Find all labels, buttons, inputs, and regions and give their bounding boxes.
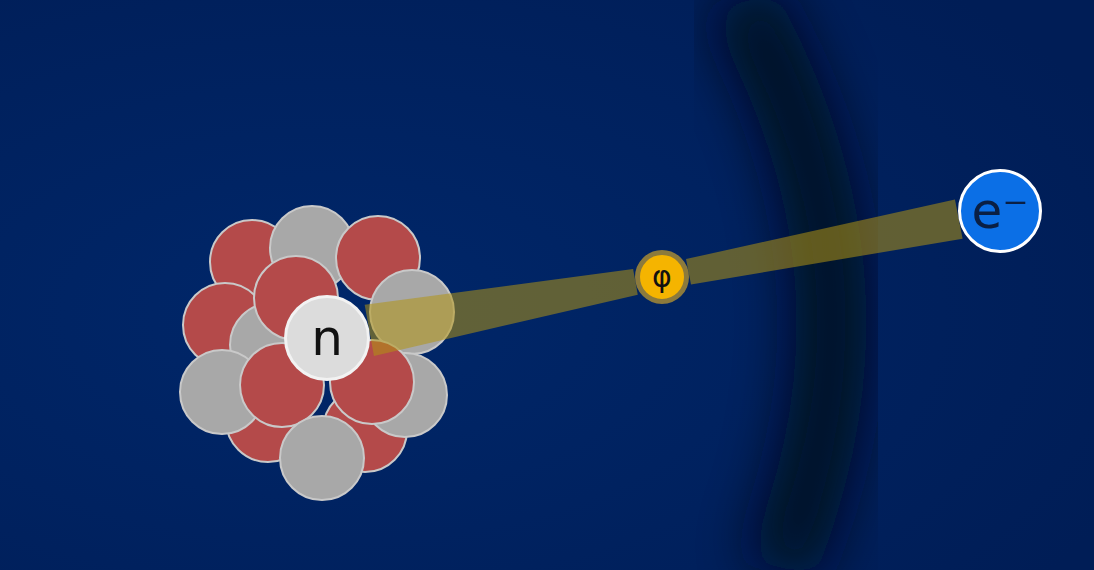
neutron-ball <box>280 416 364 500</box>
interaction-band <box>686 199 963 284</box>
particle-symbol: φ <box>652 262 672 292</box>
nucleus <box>180 206 454 500</box>
electron-circle: e⁻ <box>958 169 1042 253</box>
interaction-band <box>365 269 638 356</box>
wave-shadow <box>740 0 831 570</box>
particle-symbol: n <box>311 313 343 363</box>
neutron-circle: n <box>284 295 370 381</box>
field-circle: φ <box>635 250 689 304</box>
particle-symbol: e⁻ <box>971 186 1028 236</box>
